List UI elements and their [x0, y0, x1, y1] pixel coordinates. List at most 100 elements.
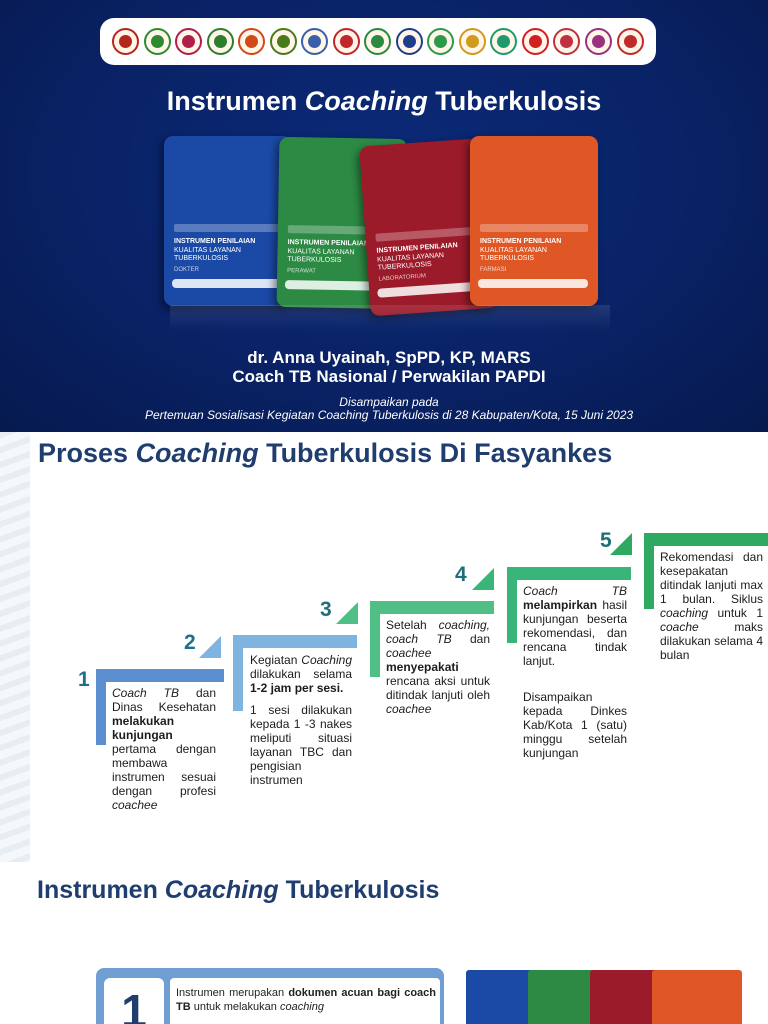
title-text-end: Tuberkulosis Di Fasyankes	[258, 438, 613, 468]
instrument-book-covers	[466, 970, 742, 1024]
book-subtitle: KUALITAS LAYANAN	[480, 247, 547, 254]
org-logo-12-icon	[458, 28, 486, 55]
card-text-part: untuk melakukan	[190, 1001, 280, 1013]
logo-emblem	[465, 35, 479, 48]
step-bar-top	[370, 601, 494, 614]
step-bar-side	[96, 669, 106, 745]
title-text: Proses	[38, 438, 136, 468]
step-text-part: Coaching	[301, 653, 352, 667]
org-logo-15-icon	[553, 28, 581, 55]
step-number: 4	[455, 563, 467, 586]
slide3-title: Instrumen Coaching Tuberkulosis	[37, 876, 439, 905]
step-text-part: dilakukan selama	[250, 667, 352, 681]
logo-emblem	[119, 35, 133, 48]
step-text-part: melampirkan	[523, 598, 598, 612]
logo-emblem	[339, 35, 353, 48]
step-arrow-tip	[336, 602, 358, 624]
step-bar-side	[233, 635, 243, 711]
step-arrow-tip	[199, 636, 221, 658]
card-text-part: dokumen acuan bagi coach TB	[176, 987, 436, 1013]
org-logo-1-icon	[112, 28, 140, 55]
step-number: 2	[184, 631, 196, 654]
step-text-part: Kegiatan	[250, 653, 302, 667]
logo-emblem	[213, 35, 227, 48]
book-topic: TUBERKULOSIS	[174, 255, 229, 262]
author-block: dr. Anna Uyainah, SpPD, KP, MARS Coach T…	[0, 348, 768, 386]
step-text-part: coachee	[386, 702, 432, 716]
books-reflection	[170, 305, 610, 331]
step-text-part: 1 sesi dilakukan kepada 1 -3 nakes melip…	[250, 703, 352, 787]
org-logo-4-icon	[206, 28, 234, 55]
book-logo-row	[478, 279, 588, 288]
org-logo-16-icon	[584, 28, 612, 55]
step-text-part: Rekomendasi dan kesepakatan ditindak lan…	[660, 550, 763, 606]
step-arrow-tip	[472, 568, 494, 590]
step-description: Setelah coaching, coach TB dan coachee m…	[386, 618, 490, 716]
org-logo-7-icon	[301, 28, 329, 55]
process-slide: Proses Coaching Tuberkulosis Di Fasyanke…	[0, 432, 768, 862]
logo-emblem	[591, 35, 605, 48]
logo-emblem	[182, 35, 196, 48]
step-bar-top	[644, 533, 768, 546]
book-subtitle: KUALITAS LAYANAN	[287, 248, 355, 257]
logo-emblem	[402, 35, 416, 48]
org-logo-11-icon	[427, 28, 455, 55]
step-text-part: coaching, coach TB	[386, 618, 490, 646]
org-logo-3-icon	[175, 28, 203, 55]
step-bar-top	[507, 567, 631, 580]
logo-emblem	[560, 35, 574, 48]
event-name: Pertemuan Sosialisasi Kegiatan Coaching …	[144, 408, 634, 422]
logo-emblem	[150, 35, 164, 48]
step-text-part: Setelah	[386, 618, 439, 632]
card-text-part: coaching	[279, 1001, 324, 1013]
org-logo-2-icon	[143, 28, 171, 55]
org-logo-8-icon	[332, 28, 360, 55]
step-arrow-tip	[610, 533, 632, 555]
step-text-part: dan Dinas Kesehatan	[112, 686, 216, 714]
logo-emblem	[308, 35, 322, 48]
step-bar-top	[233, 635, 357, 648]
logo-emblem	[497, 35, 511, 48]
book-logo-row	[172, 279, 282, 288]
book-logos	[375, 226, 484, 242]
org-logo-17-icon	[616, 28, 644, 55]
step-text-part: Coach TB	[523, 584, 627, 598]
title-emphasis: Coaching	[304, 86, 428, 116]
step-text-part: pertama dengan membawa instrumen sesuai …	[112, 742, 216, 798]
step-text-part: dan	[451, 632, 490, 646]
step-number: 1	[78, 668, 90, 691]
step-text-part: melakukan kunjungan	[112, 714, 175, 742]
partner-logo-strip	[100, 18, 656, 65]
step-text-part: coachee	[112, 798, 158, 812]
author-role: Coach TB Nasional / Perwakilan PAPDI	[232, 367, 546, 386]
step-text-part: coachee	[386, 646, 432, 660]
org-logo-13-icon	[490, 28, 518, 55]
step-text-part: Coach TB	[112, 686, 179, 700]
book-subtitle: KUALITAS LAYANAN	[174, 247, 241, 254]
step-text-part: 1-2 jam per sesi.	[250, 681, 344, 695]
book-topic: TUBERKULOSIS	[287, 256, 342, 264]
logo-emblem	[623, 35, 637, 48]
org-logo-9-icon	[364, 28, 392, 55]
step-number: 3	[320, 598, 332, 621]
org-logo-14-icon	[521, 28, 549, 55]
book-logos	[480, 224, 588, 232]
book-title: INSTRUMEN PENILAIAN	[376, 242, 458, 255]
book-title: INSTRUMEN PENILAIAN	[480, 238, 562, 245]
book-profession: PERAWAT	[287, 268, 316, 275]
step-description: Coach TB dan Dinas Kesehatan melakukan k…	[112, 686, 216, 812]
title-text: Instrumen	[37, 876, 165, 904]
step-bar-top	[96, 669, 224, 682]
event-info: Disampaikan pada Pertemuan Sosialisasi K…	[0, 396, 768, 422]
slide2-title: Proses Coaching Tuberkulosis Di Fasyanke…	[38, 438, 612, 469]
book-farmasi: INSTRUMEN PENILAIAN KUALITAS LAYANAN TUB…	[470, 136, 598, 306]
org-logo-6-icon	[269, 28, 297, 55]
step-bar-side	[644, 533, 654, 609]
card-text-part: Instrumen merupakan	[176, 987, 289, 999]
step-description: Coach TB melampirkan hasil kunjungan bes…	[523, 584, 627, 760]
card-number: 1	[121, 985, 147, 1024]
step-text-part: hasil kunjungan beserta rekomendasi, dan…	[523, 598, 627, 668]
title-emphasis: Coaching	[164, 876, 279, 904]
book-profession: DOKTER	[174, 267, 200, 273]
book-logos	[174, 224, 282, 232]
